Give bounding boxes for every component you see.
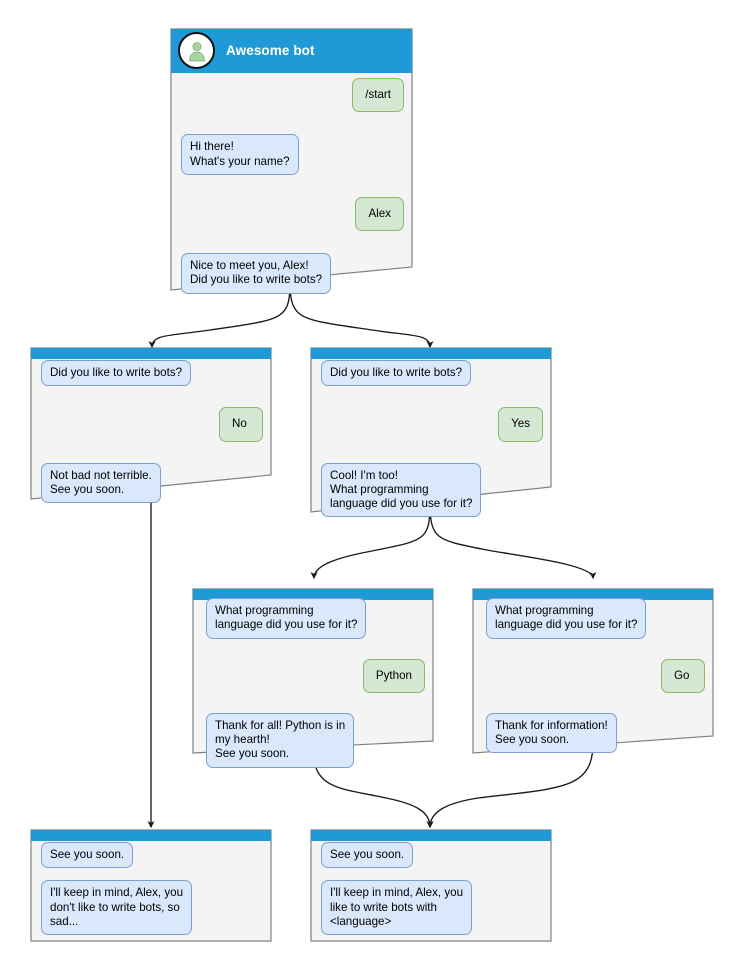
- root-node-titlebar: Awesome bot: [170, 28, 413, 73]
- go-branch-node[interactable]: What programming language did you use fo…: [472, 588, 714, 754]
- message-row: Did you like to write bots?: [41, 360, 263, 387]
- user-bubble[interactable]: Alex: [355, 196, 404, 232]
- message-row: See you soon.: [41, 842, 263, 869]
- python-branch-messages: What programming language did you use fo…: [192, 598, 434, 768]
- message-row: Python: [206, 658, 425, 693]
- user-bubble[interactable]: Python: [362, 658, 425, 693]
- message-row: Go: [486, 658, 705, 693]
- end-yes-messages: See you soon. I'll keep in mind, Alex, y…: [310, 842, 552, 936]
- bot-bubble[interactable]: Did you like to write bots?: [321, 360, 472, 387]
- message-row: What programming language did you use fo…: [206, 598, 425, 639]
- message-row: Thank for information! See you soon.: [486, 712, 705, 754]
- yes-branch-messages: Did you like to write bots? Yes Cool! I'…: [310, 360, 552, 518]
- bot-bubble[interactable]: Thank for information! See you soon.: [486, 712, 617, 754]
- user-bubble[interactable]: /start: [352, 78, 404, 113]
- message-row: Did you like to write bots?: [321, 360, 543, 387]
- message-row: Nice to meet you, Alex! Did you like to …: [181, 253, 404, 294]
- edge-go-to-end-yes: [426, 742, 594, 829]
- bot-title: Awesome bot: [226, 43, 315, 58]
- end-no-node[interactable]: See you soon. I'll keep in mind, Alex, y…: [30, 829, 272, 942]
- message-row: Not bad not terrible. See you soon.: [41, 462, 263, 504]
- go-branch-messages: What programming language did you use fo…: [472, 598, 714, 754]
- bot-bubble[interactable]: What programming language did you use fo…: [486, 598, 647, 639]
- message-row: See you soon.: [321, 842, 543, 869]
- end-no-messages: See you soon. I'll keep in mind, Alex, y…: [30, 842, 272, 936]
- message-row: No: [41, 407, 263, 442]
- bot-bubble[interactable]: Did you like to write bots?: [41, 360, 192, 387]
- bot-bubble[interactable]: Cool! I'm too! What programming language…: [321, 462, 482, 518]
- bot-bubble[interactable]: Hi there! What's your name?: [181, 134, 299, 175]
- message-row: Yes: [321, 407, 543, 442]
- user-bubble[interactable]: Go: [661, 658, 705, 693]
- user-bubble[interactable]: Yes: [498, 407, 543, 442]
- message-row: I'll keep in mind, Alex, you don't like …: [41, 880, 263, 936]
- bot-bubble[interactable]: I'll keep in mind, Alex, you don't like …: [41, 880, 193, 936]
- bot-bubble[interactable]: Not bad not terrible. See you soon.: [41, 462, 161, 504]
- python-branch-node[interactable]: What programming language did you use fo…: [192, 588, 434, 768]
- no-branch-node[interactable]: Did you like to write bots? No Not bad n…: [30, 347, 272, 504]
- no-branch-messages: Did you like to write bots? No Not bad n…: [30, 360, 272, 504]
- end-yes-node[interactable]: See you soon. I'll keep in mind, Alex, y…: [310, 829, 552, 942]
- bot-bubble[interactable]: See you soon.: [41, 842, 134, 869]
- message-row: Cool! I'm too! What programming language…: [321, 462, 543, 518]
- message-row: /start: [181, 78, 404, 113]
- bot-bubble[interactable]: I'll keep in mind, Alex, you like to wri…: [321, 880, 473, 936]
- bot-bubble[interactable]: See you soon.: [321, 842, 414, 869]
- message-row: I'll keep in mind, Alex, you like to wri…: [321, 880, 543, 936]
- root-node[interactable]: Awesome bot /start Hi there! What's your…: [170, 28, 413, 294]
- message-row: Hi there! What's your name?: [181, 134, 404, 175]
- person-avatar-icon: [178, 32, 215, 69]
- message-row: What programming language did you use fo…: [486, 598, 705, 639]
- yes-branch-node[interactable]: Did you like to write bots? Yes Cool! I'…: [310, 347, 552, 518]
- bot-bubble[interactable]: What programming language did you use fo…: [206, 598, 367, 639]
- bot-bubble[interactable]: Thank for all! Python is in my hearth! S…: [206, 712, 355, 768]
- bot-bubble[interactable]: Nice to meet you, Alex! Did you like to …: [181, 253, 332, 294]
- message-row: Alex: [181, 196, 404, 232]
- root-node-messages: /start Hi there! What's your name? Alex …: [170, 78, 413, 294]
- user-bubble[interactable]: No: [219, 407, 263, 442]
- message-row: Thank for all! Python is in my hearth! S…: [206, 712, 425, 768]
